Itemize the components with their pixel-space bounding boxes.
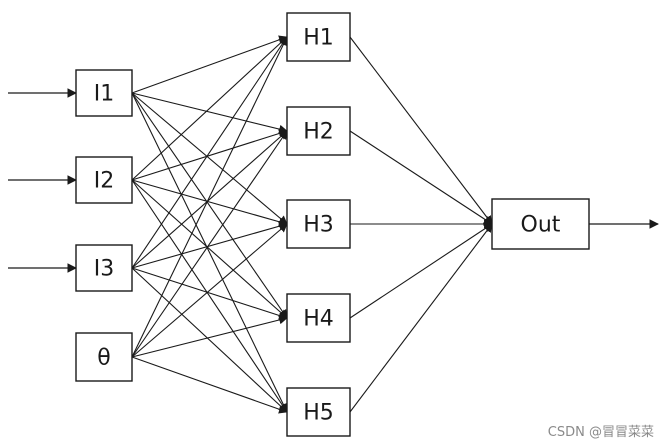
connection-edges	[131, 35, 493, 414]
watermark: CSDN @冒冒菜菜	[547, 425, 654, 440]
edge-i2-h2	[131, 129, 288, 181]
edge-theta-h2	[131, 130, 288, 358]
edge-theta-h3	[131, 223, 288, 358]
edge-i2-h5	[131, 179, 288, 413]
edge-i3-h4	[131, 267, 288, 320]
hidden-node-box	[286, 293, 351, 343]
edge-i1-h3	[131, 92, 288, 225]
edge-i1-h4	[131, 92, 288, 319]
hidden-node-label: H1	[303, 26, 334, 51]
hidden-node-h5: H5	[286, 387, 351, 437]
edge-i2-h4	[131, 179, 288, 319]
output-node-label: Out	[521, 213, 561, 238]
edge-i2-h3	[131, 179, 288, 227]
io-arrows	[8, 88, 659, 273]
edge-i3-h3	[131, 221, 288, 269]
edge-i3-h5	[131, 267, 288, 413]
input-node-i1: I1	[75, 69, 133, 117]
hidden-node-box	[286, 199, 351, 249]
edge-h2-out	[349, 130, 493, 225]
hidden-node-box	[286, 106, 351, 156]
hidden-node-label: H2	[303, 120, 334, 145]
input-node-theta: θ	[75, 332, 133, 382]
output-node-out: Out	[491, 198, 590, 250]
hidden-node-box	[286, 12, 351, 62]
edge-i1-h1	[131, 35, 288, 94]
input-node-box	[75, 69, 133, 117]
input-node-i2: I2	[75, 156, 133, 204]
hidden-node-h4: H4	[286, 293, 351, 343]
input-node-label: I3	[94, 257, 115, 282]
edge-theta-h1	[131, 36, 288, 358]
hidden-node-label: H4	[303, 307, 334, 332]
hidden-node-label: H3	[303, 213, 334, 238]
edge-i3-h2	[131, 130, 288, 269]
hidden-node-label: H5	[303, 401, 334, 426]
input-node-box	[75, 156, 133, 204]
hidden-node-h1: H1	[286, 12, 351, 62]
edge-i1-h5	[131, 92, 288, 413]
edge-i3-h1	[131, 36, 288, 269]
output-node-box	[491, 198, 590, 250]
input-node-label: I1	[94, 82, 115, 107]
edge-i2-h1	[131, 36, 288, 181]
edge-h1-out	[349, 36, 493, 225]
edge-h4-out	[349, 223, 493, 319]
input-node-label: I2	[94, 169, 115, 194]
edge-i1-h2	[131, 92, 288, 134]
edge-theta-h4	[131, 315, 288, 358]
input-node-box	[75, 244, 133, 292]
input-node-i3: I3	[75, 244, 133, 292]
edge-theta-h5	[131, 356, 288, 414]
hidden-node-h2: H2	[286, 106, 351, 156]
hidden-node-h3: H3	[286, 199, 351, 249]
hidden-node-box	[286, 387, 351, 437]
input-node-box	[75, 332, 133, 382]
edge-h5-out	[349, 223, 493, 413]
input-node-label: θ	[97, 346, 110, 371]
